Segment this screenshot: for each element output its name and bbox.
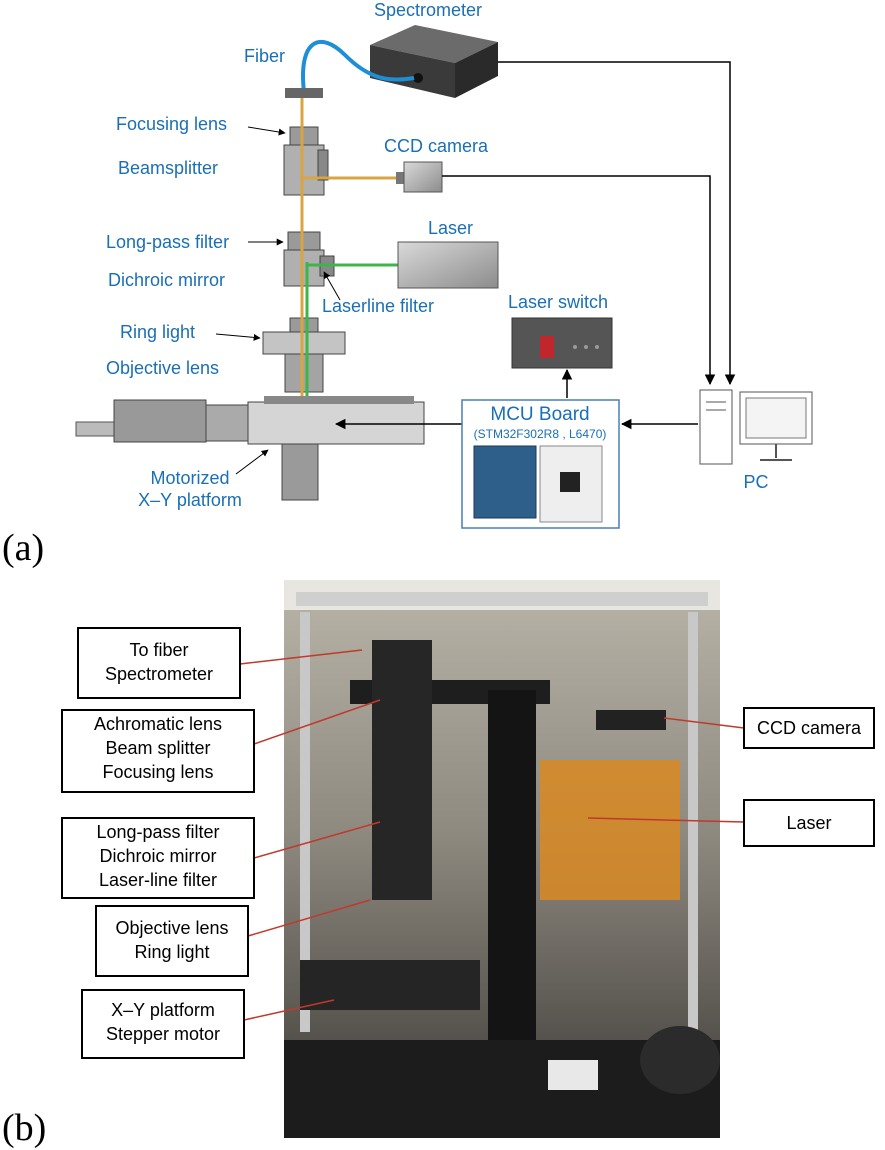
callout-4-line-1: Objective lens xyxy=(115,918,228,938)
callout-box-2 xyxy=(61,709,255,793)
callout-5-line-1: X–Y platform xyxy=(111,1000,215,1020)
spectrometer-device xyxy=(370,25,498,98)
callout-box-1 xyxy=(77,627,241,699)
callout-line-2 xyxy=(253,699,381,745)
callout-1-line-1: To fiber xyxy=(129,640,188,660)
fiber-cable xyxy=(301,39,415,93)
label-laserline-filter: Laserline filter xyxy=(322,296,434,316)
callout-line-4 xyxy=(247,899,371,937)
callout-line-7 xyxy=(587,817,745,823)
mcu-board xyxy=(461,399,620,529)
label-mcu-board: MCU Board xyxy=(490,404,589,425)
callout-5-line-2: Stepper motor xyxy=(106,1024,220,1044)
callout-4-line-2: Ring light xyxy=(134,942,209,962)
ccd-to-pc-line xyxy=(442,175,716,386)
label-fiber: Fiber xyxy=(244,46,285,66)
label-beamsplitter: Beamsplitter xyxy=(118,158,218,178)
label-long-pass-filter: Long-pass filter xyxy=(106,232,229,252)
label-ccd-camera: CCD camera xyxy=(384,136,489,156)
callout-6-line-1: CCD camera xyxy=(757,718,862,738)
label-mcu-board-sub: (STM32F302R8 , L6470) xyxy=(474,427,607,441)
photo xyxy=(284,580,720,1138)
pointer-focusing-lens xyxy=(247,126,286,136)
label-objective-lens: Objective lens xyxy=(106,358,219,378)
callout-7-line-1: Laser xyxy=(786,813,831,833)
callout-line-3 xyxy=(253,821,381,859)
callout-line-6 xyxy=(663,717,745,729)
spectrometer-to-pc-line xyxy=(498,61,736,386)
label-platform-2: X–Y platform xyxy=(138,490,242,510)
panel-b-label: (b) xyxy=(2,1107,46,1149)
callout-line-5 xyxy=(243,999,335,1021)
callout-2-line-2: Beam splitter xyxy=(105,738,210,758)
ccd-camera-device xyxy=(396,161,443,193)
panel-b: To fiber Spectrometer Achromatic lens Be… xyxy=(2,580,875,1149)
laser-switch-device xyxy=(511,317,613,369)
callout-box-3 xyxy=(61,817,255,899)
panel-a: Spectrometer Fiber Focusing lens Beamspl… xyxy=(2,0,813,569)
callout-box-5 xyxy=(81,989,245,1059)
callout-line-1 xyxy=(239,649,363,665)
laser-device xyxy=(397,241,499,289)
callout-2-line-3: Focusing lens xyxy=(102,762,213,782)
fiber-connector xyxy=(285,88,323,98)
callout-lines xyxy=(239,649,745,1021)
callout-1-line-2: Spectrometer xyxy=(105,664,213,684)
motorized-platform-device xyxy=(75,396,425,501)
label-spectrometer: Spectrometer xyxy=(374,0,482,20)
callout-box-6 xyxy=(743,707,875,749)
label-laser-switch: Laser switch xyxy=(508,292,608,312)
label-dichroic-mirror: Dichroic mirror xyxy=(108,270,225,290)
label-laser: Laser xyxy=(428,218,473,238)
callout-3-line-3: Laser-line filter xyxy=(99,870,217,890)
callout-3-line-1: Long-pass filter xyxy=(96,822,219,842)
callout-box-7 xyxy=(743,799,875,847)
label-platform-1: Motorized xyxy=(150,468,229,488)
pointer-ring-light xyxy=(215,333,261,341)
label-focusing-lens: Focusing lens xyxy=(116,114,227,134)
optical-column xyxy=(262,126,346,393)
pc-device xyxy=(699,389,813,465)
pointer-laserline xyxy=(323,271,341,301)
callout-box-4 xyxy=(95,905,249,977)
label-pc: PC xyxy=(743,472,768,492)
panel-a-label: (a) xyxy=(2,527,44,569)
pointer-platform xyxy=(235,449,269,475)
callout-2-line-1: Achromatic lens xyxy=(94,714,222,734)
callout-3-line-2: Dichroic mirror xyxy=(100,846,217,866)
label-ring-light: Ring light xyxy=(120,322,195,342)
